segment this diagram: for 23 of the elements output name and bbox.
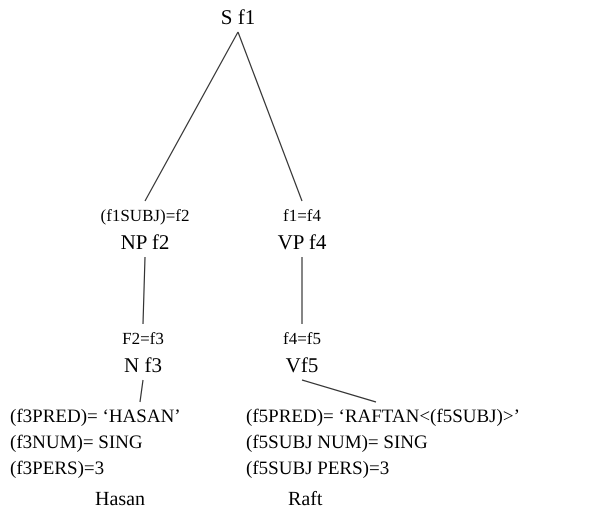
- word-label: Raft: [288, 487, 322, 512]
- category-label: Vf5: [286, 352, 318, 378]
- category-label: VP f4: [278, 229, 326, 255]
- functional-annotation: f1=f4: [283, 205, 321, 227]
- tree-branch: [301, 257, 303, 324]
- tree-branch: [237, 32, 303, 202]
- tree-branch: [139, 380, 144, 402]
- feature-equation: (f3PRED)= ‘HASAN’: [10, 405, 181, 429]
- functional-annotation: f4=f5: [283, 328, 321, 350]
- feature-equation: (f5SUBJ NUM)= SING: [246, 431, 428, 455]
- feature-equation: (f3PERS)=3: [10, 457, 104, 481]
- category-label: NP f2: [120, 229, 170, 255]
- tree-branch: [302, 379, 376, 403]
- category-label: S f1: [220, 4, 256, 30]
- category-label: N f3: [124, 352, 162, 378]
- functional-annotation: (f1SUBJ)=f2: [100, 205, 190, 227]
- word-label: Hasan: [95, 487, 145, 512]
- functional-annotation: F2=f3: [122, 328, 164, 350]
- tree-branch: [142, 256, 146, 324]
- feature-equation: (f5SUBJ PERS)=3: [246, 457, 390, 481]
- tree-branch: [144, 32, 239, 202]
- feature-equation: (f5PRED)= ‘RAFTAN<(f5SUBJ)>’: [246, 405, 520, 429]
- feature-equation: (f3NUM)= SING: [10, 431, 143, 455]
